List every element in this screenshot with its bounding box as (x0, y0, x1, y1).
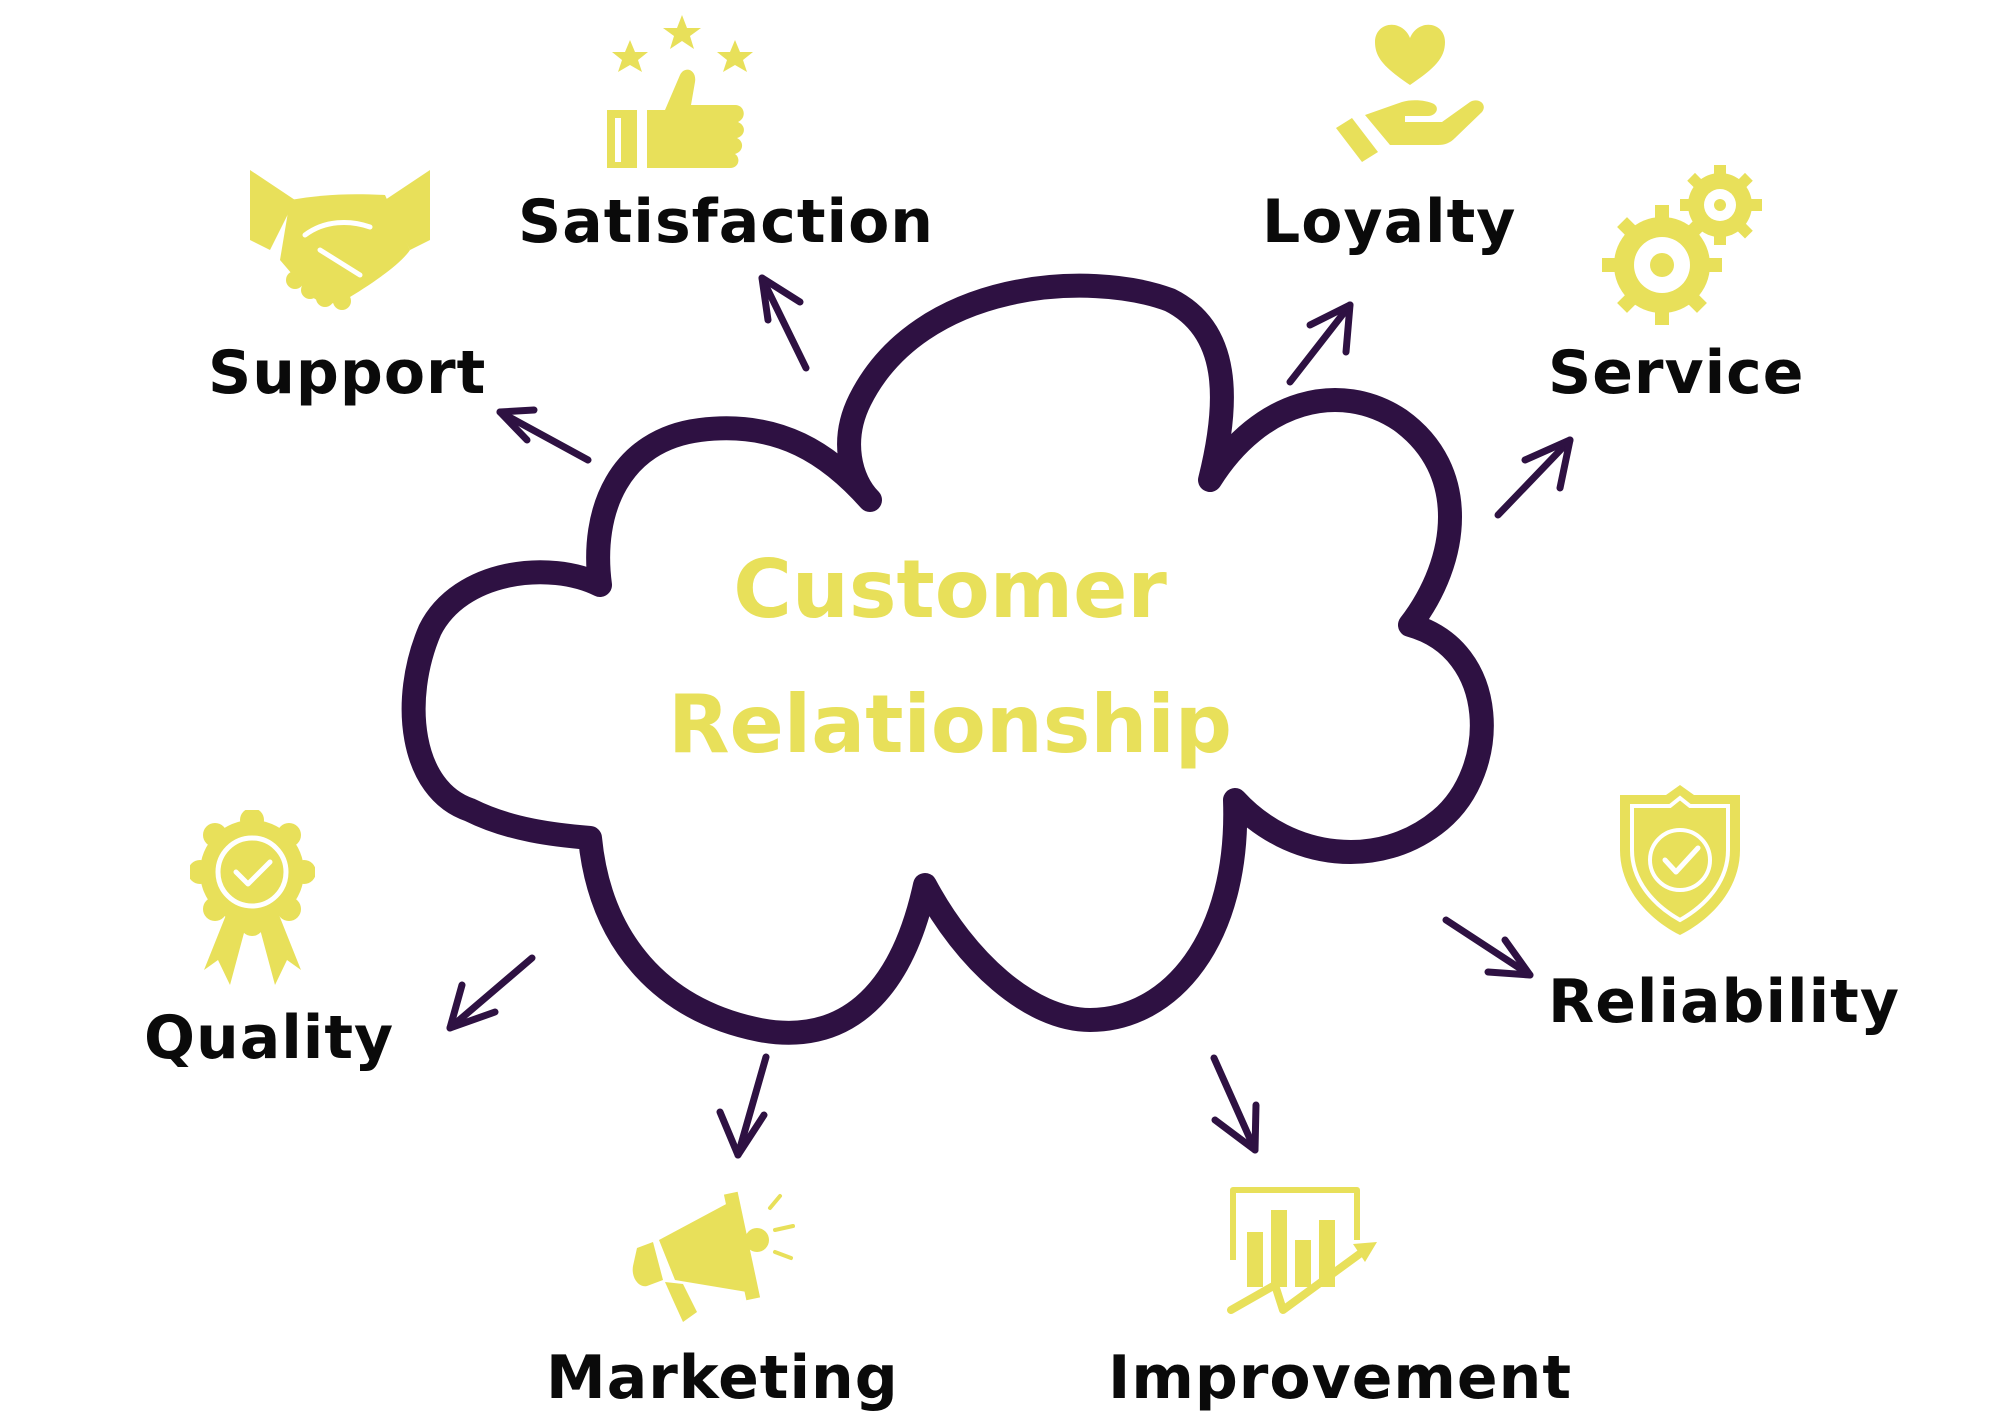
node-label-service: Service (1548, 338, 1805, 408)
node-label-quality: Quality (144, 1003, 395, 1073)
node-label-support: Support (208, 338, 487, 408)
node-label-marketing: Marketing (546, 1343, 899, 1413)
handshake-icon (250, 170, 430, 310)
cloud-shape (401, 273, 1494, 1045)
award-ribbon-icon (190, 810, 315, 985)
arrow-to-service (1494, 436, 1574, 519)
arrow-to-reliability (1442, 916, 1534, 979)
center-title-line1: Customer (733, 543, 1167, 636)
center-title-line2: Relationship (667, 678, 1233, 771)
growth-chart-icon (1227, 1187, 1377, 1314)
arrows (446, 274, 1574, 1159)
arrow-to-support (496, 406, 592, 464)
shield-check-icon (1620, 785, 1740, 935)
arrow-to-loyalty (1286, 301, 1354, 386)
arrow-to-improvement (1210, 1054, 1260, 1154)
megaphone-icon (632, 1191, 795, 1322)
thumbs-up-stars-icon (607, 15, 753, 168)
node-label-loyalty: Loyalty (1262, 187, 1517, 257)
node-label-improvement: Improvement (1108, 1343, 1573, 1413)
node-label-reliability: Reliability (1548, 967, 1900, 1037)
node-label-satisfaction: Satisfaction (518, 187, 935, 257)
arrow-to-marketing (716, 1053, 770, 1159)
gears-icon (1602, 165, 1762, 325)
arrow-to-quality (446, 954, 536, 1032)
arrow-to-satisfaction (758, 274, 810, 372)
heart-in-hand-icon (1336, 24, 1484, 162)
